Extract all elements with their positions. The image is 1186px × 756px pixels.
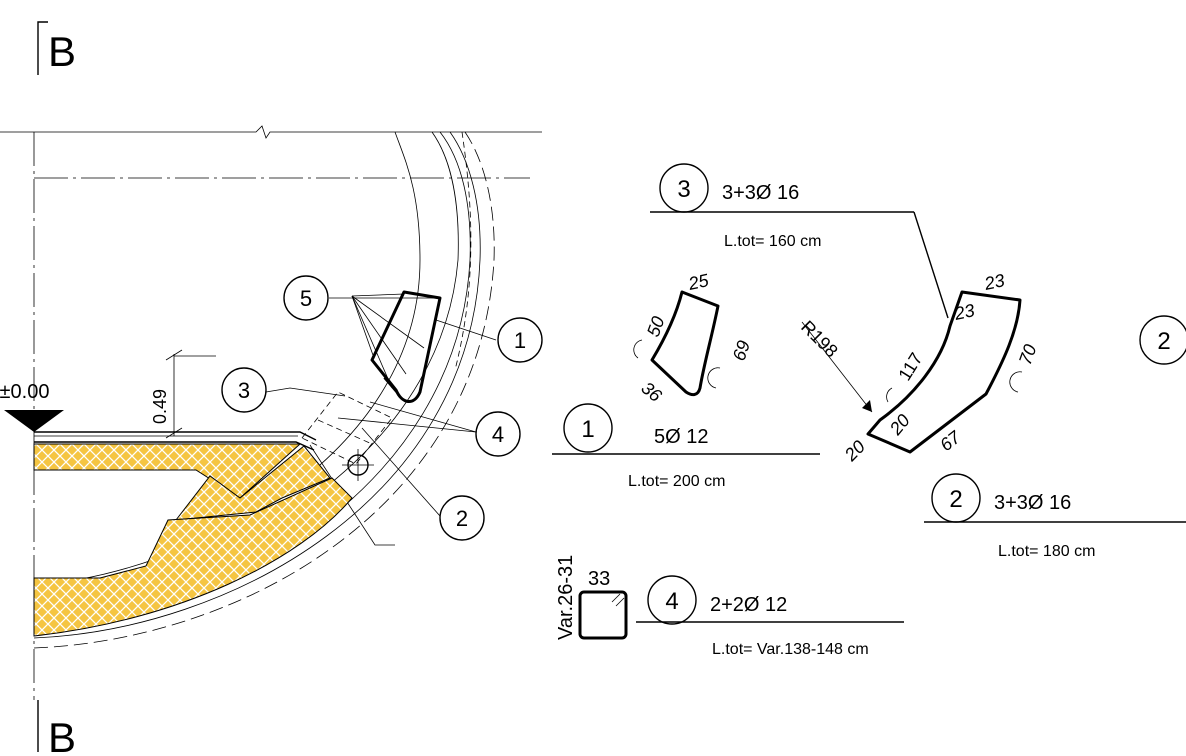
bar-4-shape: 33 Var.26-31 [555, 555, 628, 640]
bar-3-right: 70 [1015, 342, 1041, 368]
bar-1-right: 69 [729, 338, 754, 363]
thickness-dimension: 0.49 [150, 349, 216, 439]
callout-3-label: 3 [238, 378, 250, 403]
thickness-label: 0.49 [150, 389, 170, 424]
callout-5: 5 [283, 275, 438, 389]
break-line [0, 125, 542, 139]
bar-4-top: 33 [588, 568, 610, 590]
callout-2-label: 2 [456, 506, 468, 531]
callout-1: 1 [435, 317, 543, 363]
bar-3-mark: 3 [677, 176, 690, 203]
schedule-bar-4: 4 2+2Ø 12 L.tot= Var.138-148 cm [636, 575, 904, 658]
bar-3-spec: 3+3Ø 16 [722, 182, 799, 204]
rebar-1-in-section [370, 290, 442, 403]
schedule-bar-1: 1 5Ø 12 L.tot= 200 cm [552, 403, 820, 490]
hatch-lower [33, 477, 353, 637]
bar-3-hook-b: 20 [840, 437, 869, 466]
bar-3-bottom: 67 [936, 426, 965, 455]
callout-4-label: 4 [492, 422, 504, 447]
callout-5-label: 5 [300, 286, 312, 311]
bar-3-radius: R198 [797, 317, 842, 362]
bar-1-length: L.tot= 200 cm [628, 473, 725, 490]
callout-1-label: 1 [514, 328, 526, 353]
schedule-bar-3: 3 3+3Ø 16 L.tot= 160 cm [650, 163, 949, 319]
bar-2-mark: 2 [949, 486, 962, 513]
slab-top [34, 431, 317, 441]
callout-4: 4 [337, 401, 521, 457]
section-marker-top-label: B [48, 28, 76, 75]
bar-4-length: L.tot= Var.138-148 cm [712, 641, 869, 658]
slab-bottom [34, 441, 315, 451]
bar-3-top-a: 23 [982, 270, 1007, 294]
pipe-symbol [342, 449, 374, 481]
hatch-middle [174, 445, 331, 521]
bar-1-spec: 5Ø 12 [654, 426, 708, 448]
bar-4-side: Var.26-31 [555, 555, 577, 640]
bar-2-shape-bubble: 2 [1139, 315, 1186, 365]
bar-3-shape: R198 117 23 23 70 67 20 20 [797, 270, 1040, 465]
bar-1-bottom: 36 [637, 378, 666, 407]
outer-arc-dashed [33, 131, 495, 649]
bar-3-top-b: 23 [952, 300, 977, 324]
bar-1-shape: 25 50 69 36 [633, 270, 754, 407]
lining-dashed [454, 131, 472, 371]
bar-2-spec: 3+3Ø 16 [994, 492, 1071, 514]
section-marker-bottom-label: B [48, 714, 76, 756]
bar-1-top: 25 [686, 270, 712, 294]
bar-3-length: L.tot= 160 cm [724, 233, 821, 250]
outer-arc-a [33, 131, 481, 639]
elevation-mark: .±0.00 [0, 381, 64, 432]
bar-2-shape-mark: 2 [1157, 328, 1170, 355]
callout-3: 3 [221, 367, 346, 413]
rebar-2-tick [383, 377, 397, 393]
elevation-label: .±0.00 [0, 381, 49, 403]
bar-4-spec: 2+2Ø 12 [710, 594, 787, 616]
schedule-bar-2: 2 3+3Ø 16 L.tot= 180 cm [924, 473, 1186, 560]
section-marker-bottom: B [37, 700, 76, 756]
bar-4-mark: 4 [665, 588, 678, 615]
bar-2-length: L.tot= 180 cm [998, 543, 1095, 560]
bar-1-mark: 1 [581, 416, 594, 443]
tunnel-section [0, 125, 542, 700]
callout-2: 2 [361, 427, 485, 541]
section-marker-top: B [37, 21, 76, 75]
